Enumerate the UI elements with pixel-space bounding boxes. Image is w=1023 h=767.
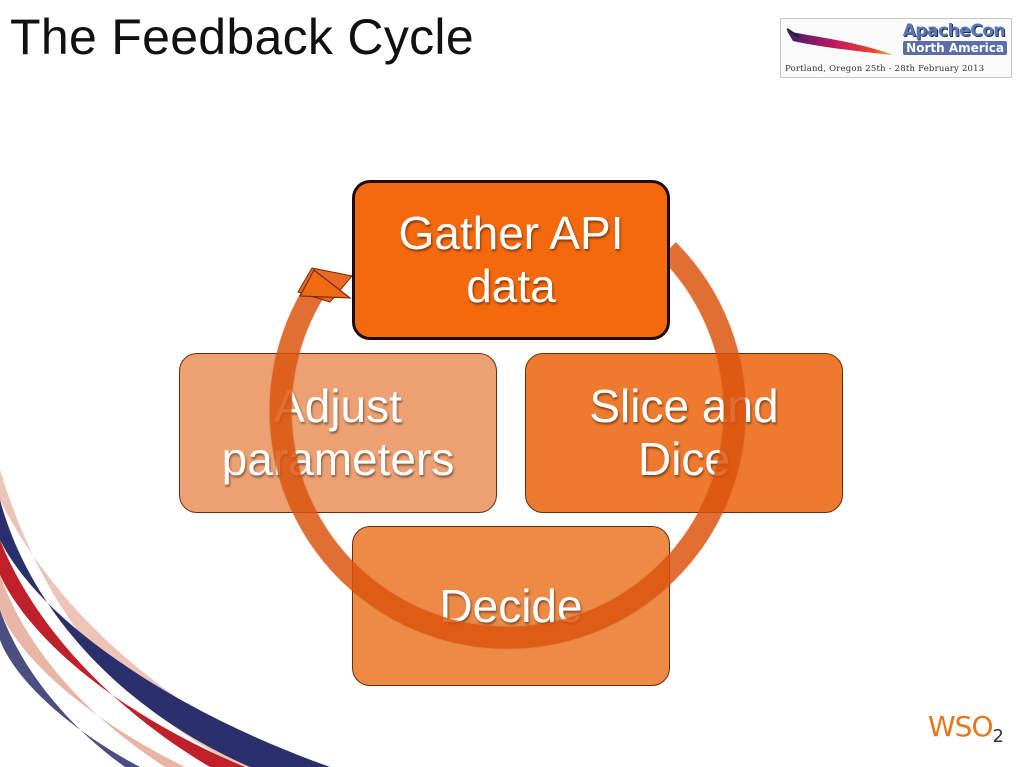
cycle-step-slice: Slice and Dice: [525, 353, 843, 513]
slide-title: The Feedback Cycle: [10, 9, 474, 65]
brand-name: WSO: [928, 710, 993, 743]
wso2-logo: WSO2: [928, 710, 1004, 747]
logo-tagline: Portland, Oregon 25th - 28th February 20…: [785, 64, 985, 74]
cycle-step-decide: Decide: [352, 526, 670, 686]
cycle-step-adjust: Adjust parameters: [179, 353, 497, 513]
cycle-step-gather: Gather API data: [352, 180, 670, 340]
apachecon-logo: ApacheCon North America Portland, Oregon…: [780, 18, 1012, 78]
step-label-line2: Dice: [637, 433, 730, 485]
step-label-line2: parameters: [221, 433, 455, 485]
step-label-line1: Adjust: [274, 380, 402, 432]
logo-name: ApacheCon: [902, 21, 1006, 41]
brand-sub: 2: [992, 726, 1004, 747]
step-label-line1: Gather API: [398, 207, 624, 259]
step-label-line1: Decide: [439, 579, 583, 632]
step-label-line2: data: [466, 260, 556, 312]
logo-subtitle: North America: [903, 41, 1007, 55]
step-label-line1: Slice and: [589, 380, 779, 432]
apache-feather-icon: [786, 28, 893, 55]
